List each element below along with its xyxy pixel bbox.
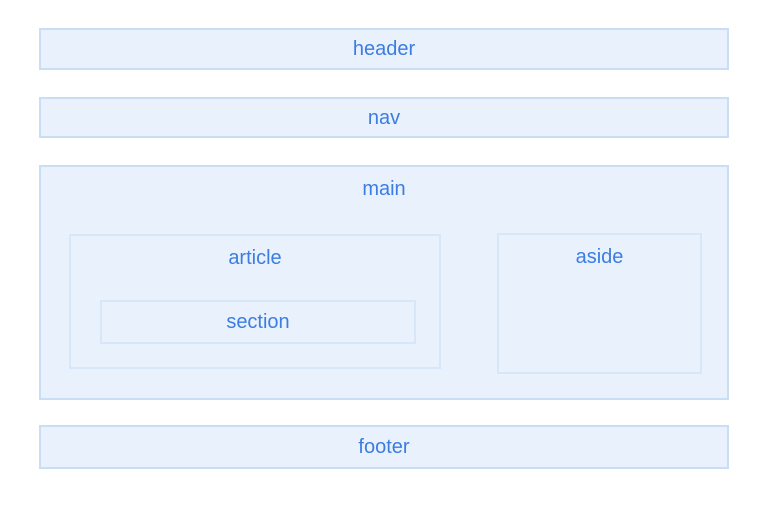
main-box: main article section aside: [39, 165, 729, 400]
section-box-label: section: [226, 311, 290, 333]
footer-box: footer: [39, 425, 729, 469]
nav-box-label: nav: [367, 106, 401, 129]
main-box-label: main: [362, 178, 406, 200]
header-box: header: [39, 28, 729, 70]
section-box: section: [100, 300, 416, 344]
article-box-label: article: [228, 247, 282, 269]
aside-box-label: aside: [575, 246, 624, 268]
header-box-label: header: [352, 38, 416, 60]
article-box: article section: [69, 234, 441, 369]
nav-box: nav: [39, 97, 729, 138]
aside-box: aside: [497, 233, 702, 374]
footer-box-label: footer: [358, 436, 410, 458]
